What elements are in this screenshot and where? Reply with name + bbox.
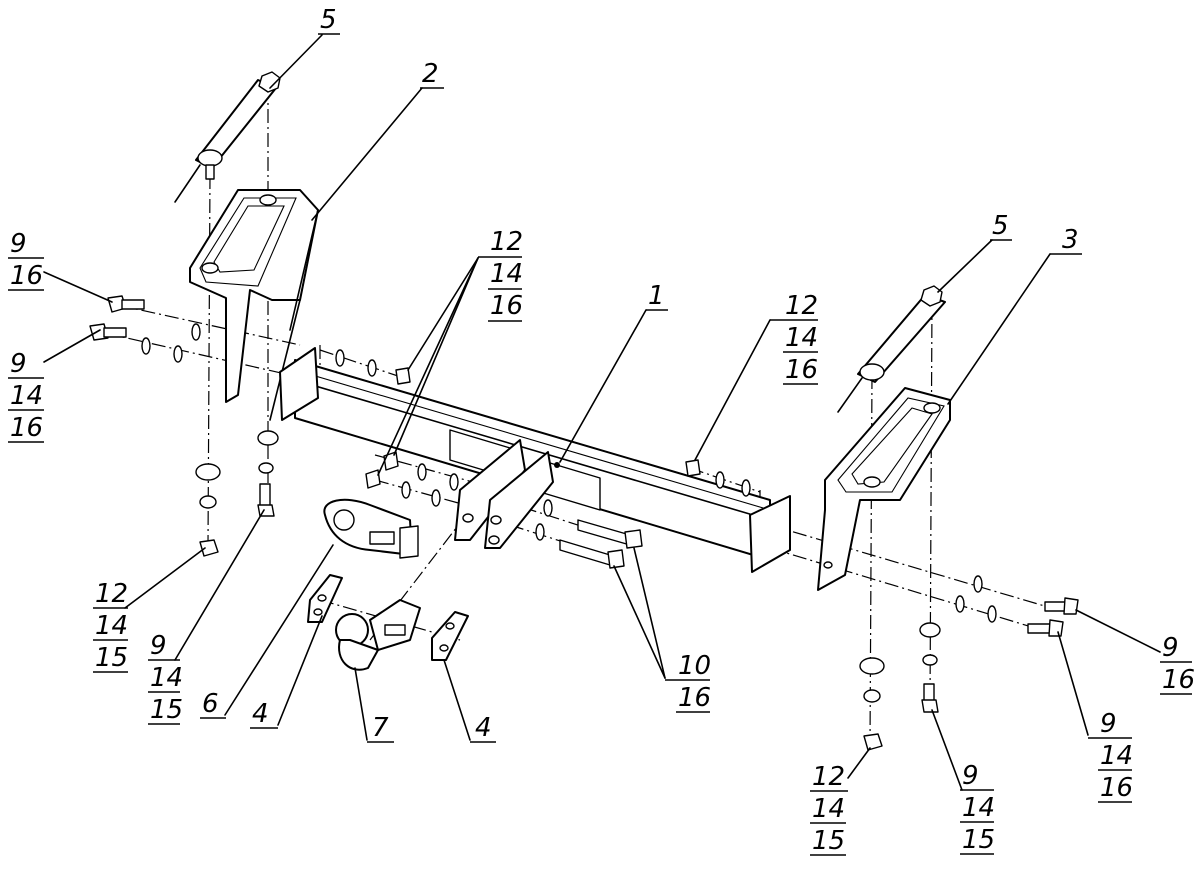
label-5-right: 5 (992, 211, 1009, 241)
label-15-d: 15 (962, 825, 995, 855)
label-4-right: 4 (475, 713, 492, 743)
label-15-c: 15 (812, 826, 845, 856)
label-14-e: 14 (150, 663, 183, 693)
label-16-g: 16 (1100, 773, 1133, 803)
label-9-d: 9 (1162, 633, 1179, 663)
label-15-a: 15 (95, 643, 128, 673)
label-16-b: 16 (10, 413, 43, 443)
label-9-c: 9 (150, 631, 167, 661)
hardware-right (859, 575, 1079, 751)
label-16-a: 16 (10, 261, 43, 291)
label-16-e: 16 (678, 683, 711, 713)
label-6: 6 (202, 689, 219, 719)
label-9-b: 9 (10, 349, 27, 379)
label-14-a: 14 (490, 259, 523, 289)
bracket-left (189, 189, 319, 421)
label-16-f: 16 (1162, 665, 1195, 695)
label-14-h: 14 (962, 793, 995, 823)
callout-labels: 5 2 9 16 9 14 16 12 14 16 1 12 14 16 5 3… (8, 5, 1195, 856)
label-16-c: 16 (490, 291, 523, 321)
label-9-f: 9 (962, 761, 979, 791)
label-12-b: 12 (785, 291, 818, 321)
label-14-g: 14 (812, 794, 845, 824)
tow-ball-assembly (307, 574, 469, 671)
hardware-center (535, 459, 751, 569)
label-16-d: 16 (785, 355, 818, 385)
label-5-left: 5 (320, 5, 337, 35)
hardware-left (89, 295, 459, 557)
label-14-b: 14 (10, 381, 43, 411)
label-3: 3 (1062, 225, 1079, 255)
label-12-c: 12 (95, 579, 128, 609)
tow-ball-plate (323, 498, 419, 559)
label-2: 2 (422, 59, 439, 89)
label-14-c: 14 (785, 323, 818, 353)
label-12-a: 12 (490, 227, 523, 257)
label-1: 1 (648, 281, 665, 311)
label-10: 10 (678, 651, 711, 681)
label-15-b: 15 (150, 695, 183, 725)
label-14-d: 14 (95, 611, 128, 641)
label-4-left: 4 (252, 699, 269, 729)
label-7: 7 (372, 713, 389, 743)
label-12-d: 12 (812, 762, 845, 792)
leader-lines (43, 34, 1161, 791)
label-9-a: 9 (10, 229, 27, 259)
label-14-f: 14 (1100, 741, 1133, 771)
bracket-right (817, 387, 951, 591)
strap-plate-right (837, 285, 946, 413)
label-9-e: 9 (1100, 709, 1117, 739)
strap-plate-left (174, 71, 281, 203)
